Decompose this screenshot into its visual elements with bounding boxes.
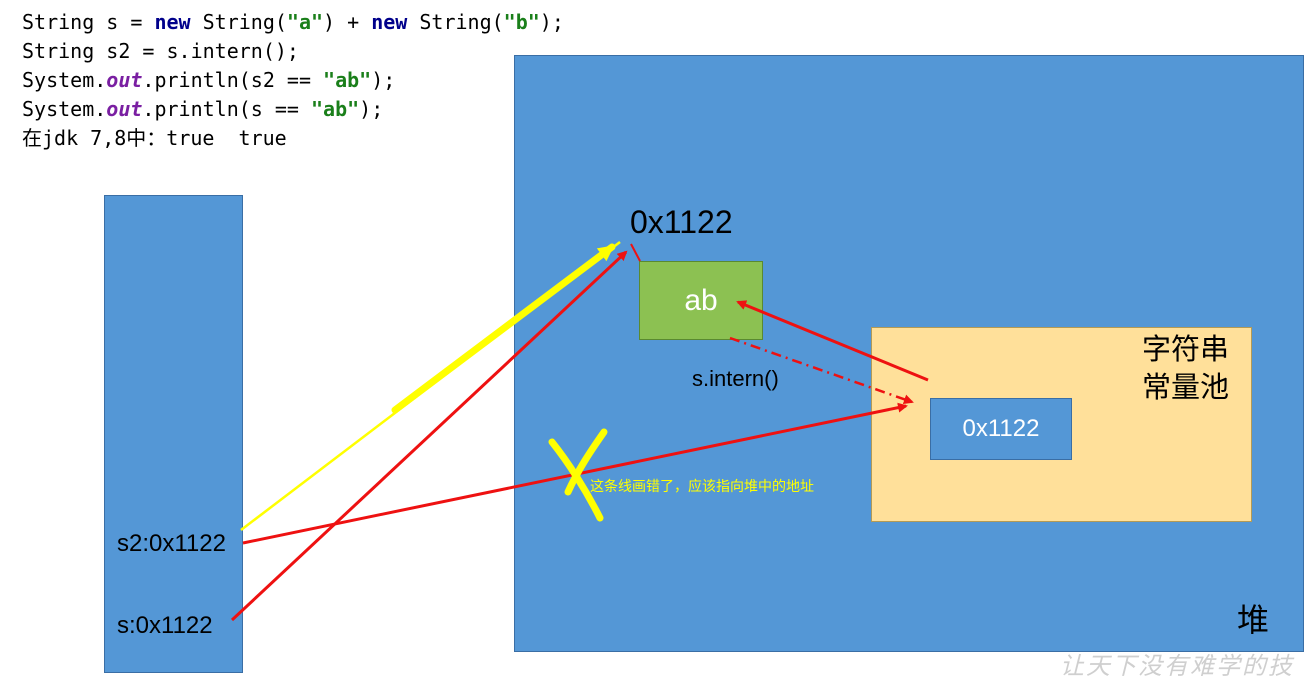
cross-out-mark: [548, 428, 608, 522]
intern-call-label: s.intern(): [692, 366, 779, 391]
stack-area: s2:0x1122 s:0x1122: [104, 195, 243, 673]
stack-var-s2: s2:0x1122: [117, 530, 226, 557]
pool-entry-address: 0x1122: [930, 398, 1072, 460]
code-line-5: 在jdk 7,8中：true true: [22, 126, 287, 150]
heap-object-address: 0x1122: [630, 204, 733, 240]
string-constant-pool: 字符串常量池 0x1122: [871, 327, 1252, 522]
code-line-2: String s2 = s.intern();: [22, 39, 299, 63]
code-line-3: System.out.println(s2 == "ab");: [22, 68, 396, 92]
string-literal-ab: "ab": [311, 97, 360, 121]
stack-var-s: s:0x1122: [117, 612, 213, 639]
string-literal-a: "a": [286, 10, 324, 34]
field-out: out: [106, 68, 143, 92]
arrow-s2-to-heap-yellow: [240, 241, 621, 531]
arrow-intern-dashed: [729, 336, 914, 405]
code-line-1: String s = new String("a") + new String(…: [22, 10, 564, 34]
arrow-pool-to-ab: [736, 300, 929, 382]
field-out: out: [106, 97, 143, 121]
watermark: 让天下没有难学的技: [1060, 652, 1294, 680]
pool-title: 字符串常量池: [1141, 332, 1229, 404]
string-literal-ab: "ab": [323, 68, 372, 92]
string-literal-b: "b": [503, 10, 540, 34]
code-snippet: String s = new String("a") + new String(…: [22, 8, 564, 153]
keyword-new: new: [371, 10, 408, 34]
heap-label: 堆: [1236, 601, 1269, 639]
correction-note: 这条线画错了，应该指向堆中的地址: [590, 479, 814, 495]
arrow-s-to-heap-object: [230, 250, 628, 622]
pointer-tick: [630, 243, 641, 262]
code-line-4: System.out.println(s == "ab");: [22, 97, 384, 121]
keyword-new: new: [154, 10, 191, 34]
